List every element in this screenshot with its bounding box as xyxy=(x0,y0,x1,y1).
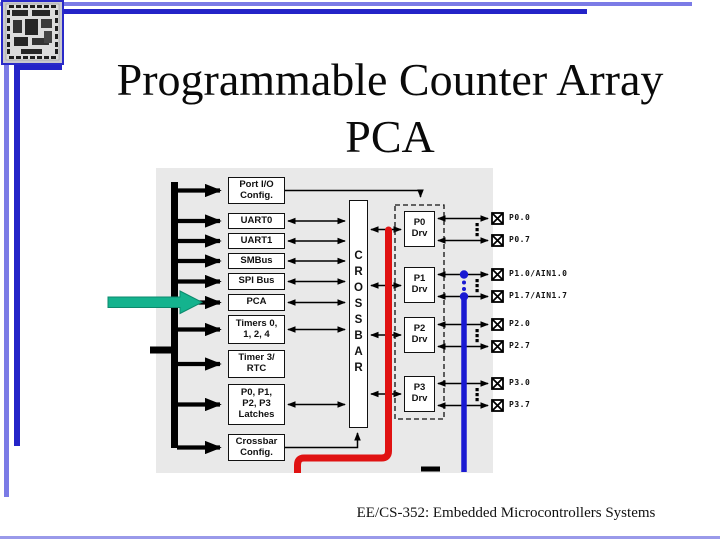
border-left-inner-line xyxy=(14,64,20,446)
peripheral-crossbar-links xyxy=(285,189,424,449)
pin-pad xyxy=(491,234,504,247)
block-p3-driver: P3 Drv xyxy=(404,376,435,412)
block-port-latches: P0, P1, P2, P3 Latches xyxy=(228,384,285,425)
port-drivers-dashed-box xyxy=(394,204,445,420)
pin-pad xyxy=(491,318,504,331)
block-uart0: UART0 xyxy=(228,213,285,229)
red-trace xyxy=(294,226,392,473)
slide-title: Programmable Counter Array PCA xyxy=(116,53,664,162)
block-pca: PCA xyxy=(228,294,285,311)
chip-core-blocks xyxy=(12,10,52,54)
border-bottom-line xyxy=(0,536,720,539)
pin-pad xyxy=(491,212,504,225)
block-timer3-rtc: Timer 3/ RTC xyxy=(228,350,285,378)
pin-pad xyxy=(491,340,504,353)
footer-course-label: EE/CS-352: Embedded Microcontrollers Sys… xyxy=(356,505,656,521)
block-crossbar-config: Crossbar Config. xyxy=(228,434,285,461)
border-left-inner-elbow xyxy=(14,64,62,70)
pin-label-p0-7: P0.7 xyxy=(509,235,531,244)
pin-label-p1-0: P1.0/AIN1.0 xyxy=(509,269,568,278)
pin-label-p3-7: P3.7 xyxy=(509,400,531,409)
block-smbus: SMBus xyxy=(228,253,285,269)
pin-pad xyxy=(491,268,504,281)
chip-bond-pads xyxy=(7,5,58,59)
block-p0-driver: P0 Drv xyxy=(404,211,435,247)
blue-trace xyxy=(459,270,469,472)
pin-label-p2-0: P2.0 xyxy=(509,319,531,328)
block-port-io-config: Port I/O Config. xyxy=(228,177,285,204)
crossbar-label: CROSSBAR xyxy=(352,250,365,378)
pin-label-p3-0: P3.0 xyxy=(509,378,531,387)
pin-label-p2-7: P2.7 xyxy=(509,341,531,350)
block-p2-driver: P2 Drv xyxy=(404,317,435,353)
block-uart1: UART1 xyxy=(228,233,285,249)
chip-die-image xyxy=(1,0,64,65)
sfr-bus xyxy=(150,182,222,455)
pin-pads xyxy=(491,212,504,412)
cropped-bottom-mark xyxy=(421,466,440,472)
border-top-outer-line xyxy=(0,2,692,6)
border-top-inner-line xyxy=(62,9,587,14)
pin-label-p1-7: P1.7/AIN1.7 xyxy=(509,291,568,300)
border-left-outer-line xyxy=(4,5,9,497)
pin-pad xyxy=(491,377,504,390)
pin-ellipsis-dots xyxy=(475,223,479,402)
pin-label-p0-0: P0.0 xyxy=(509,213,531,222)
block-crossbar: CROSSBAR xyxy=(349,200,368,428)
pca-highlight-arrow xyxy=(107,290,204,315)
block-timers-0124: Timers 0, 1, 2, 4 xyxy=(228,315,285,344)
block-spi-bus: SPI Bus xyxy=(228,273,285,290)
pin-pad xyxy=(491,399,504,412)
pin-pad xyxy=(491,290,504,303)
block-p1-driver: P1 Drv xyxy=(404,267,435,303)
